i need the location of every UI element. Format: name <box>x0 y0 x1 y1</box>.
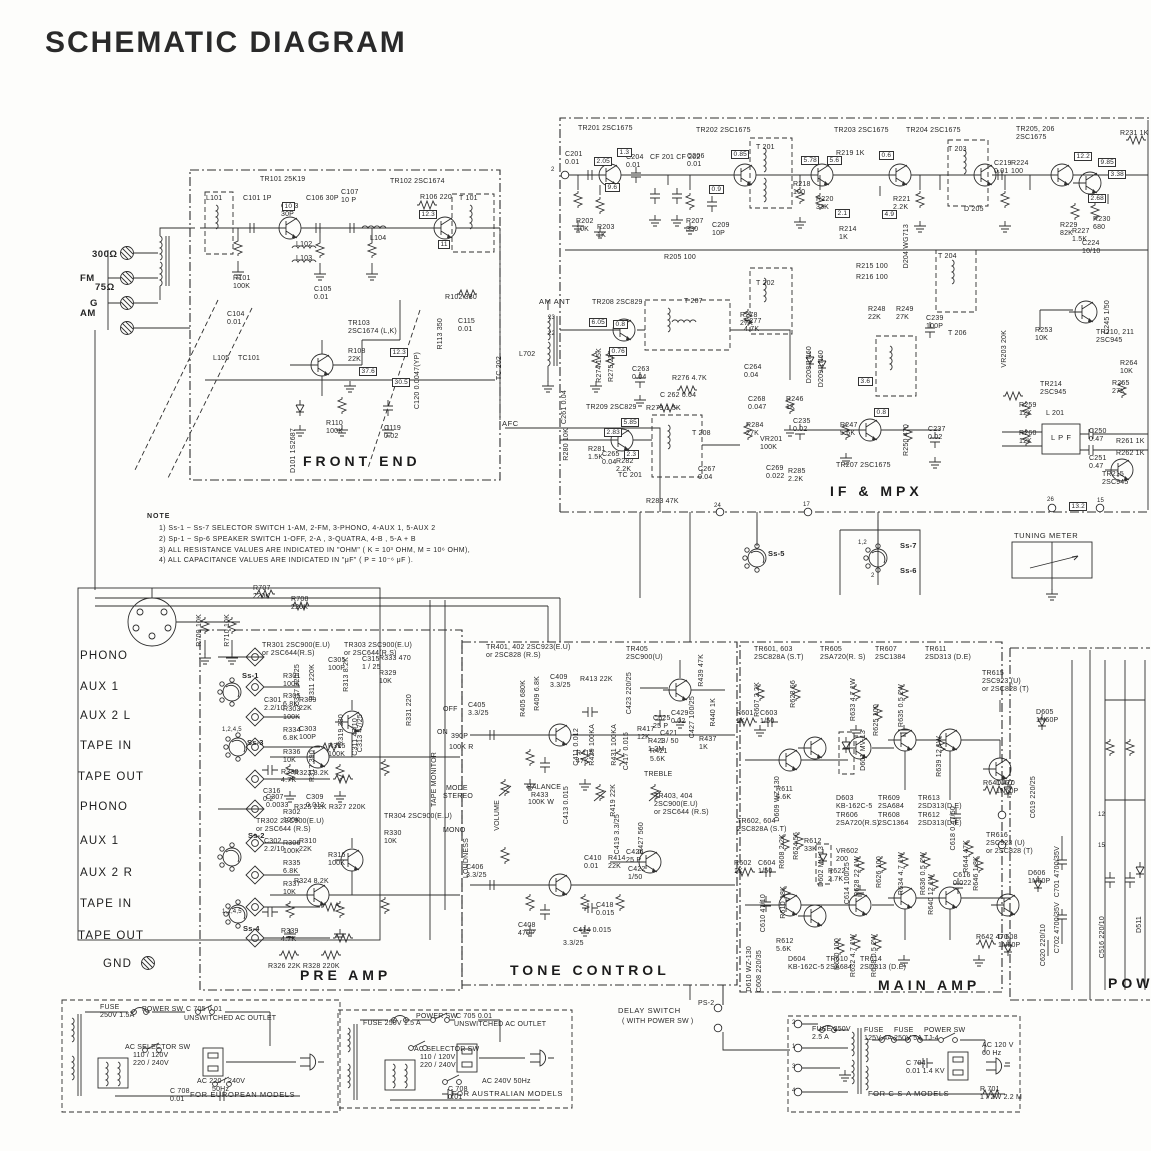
note-line-3: 3) ALL RESISTANCE VALUES ARE INDICATED I… <box>159 546 471 554</box>
if-mpx-wiring <box>560 120 1149 642</box>
notes-block: NOTE 1) Ss-1 ~ Ss-7 SELECTOR SWITCH 1-AM… <box>147 512 470 567</box>
psu-wiring <box>71 1004 1011 1102</box>
main-amp-wiring <box>713 650 1091 1051</box>
power-section-wiring <box>1104 660 1146 990</box>
page-title: SCHEMATIC DIAGRAM <box>45 26 407 59</box>
preamp-wiring <box>77 587 561 970</box>
note-line-2: 2) Sp-1 ~ Sp-6 SPEAKER SWITCH 1-OFF, 2-A… <box>159 535 416 543</box>
tone-control-wiring <box>470 660 735 1005</box>
front-end-wiring <box>94 200 661 590</box>
note-line-1: 1) Ss-1 ~ Ss-7 SELECTOR SWITCH 1-AM, 2-F… <box>159 524 436 532</box>
notes-heading: NOTE <box>147 513 171 520</box>
note-line-4: 4) ALL CAPACITANCE VALUES ARE INDICATED … <box>159 557 414 565</box>
selector-switch-row <box>742 520 1093 601</box>
